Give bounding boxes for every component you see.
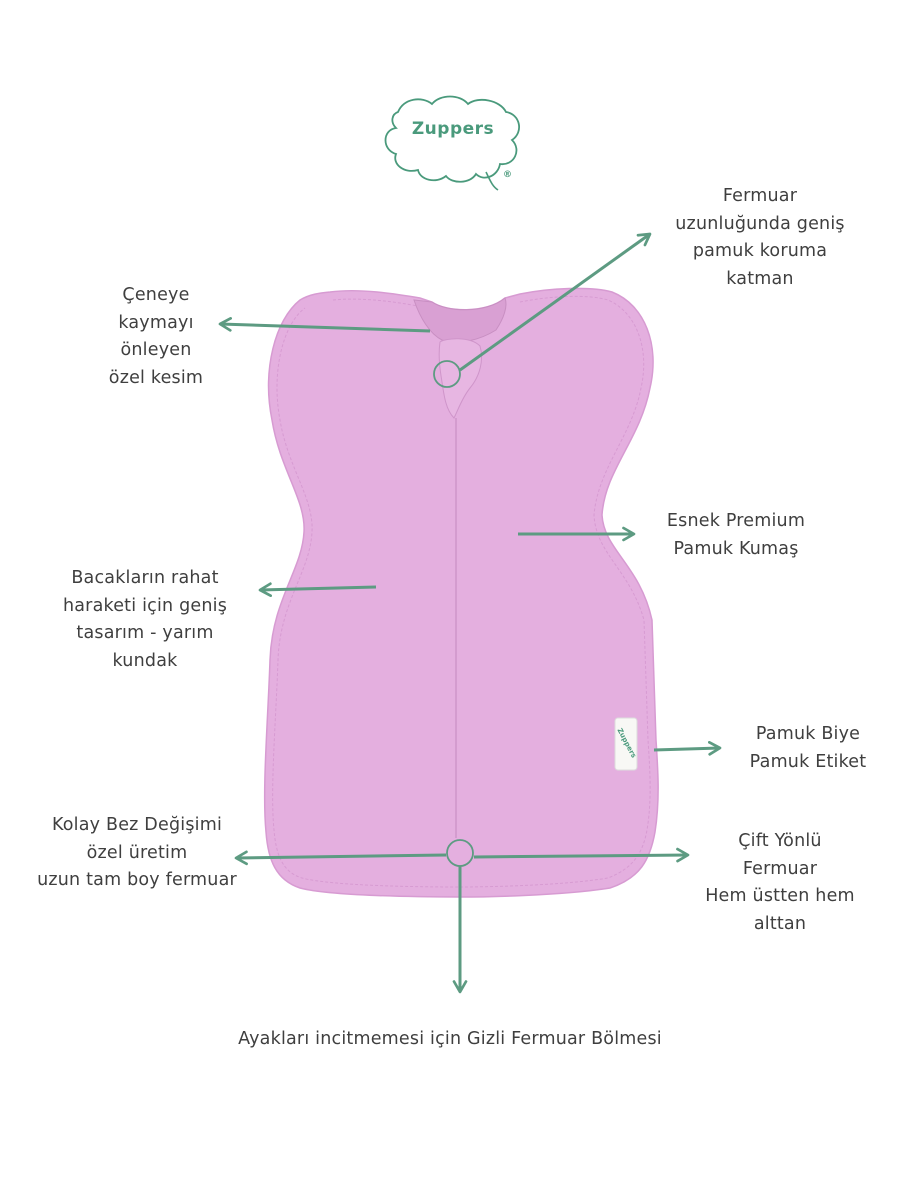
diaper-line-3: uzun tam boy fermuar: [37, 870, 237, 890]
double-zip-label: Çift Yönlü Fermuar Hem üstten hem alttan: [690, 828, 870, 938]
zipper-guard-line-1: Fermuar: [722, 186, 798, 206]
diaper-arrow: [234, 850, 447, 866]
fabric-line-1: Esnek Premium: [666, 511, 806, 531]
tag-line-1: Pamuk Biye: [755, 724, 861, 744]
chin-arrow: [218, 317, 431, 333]
zipper-guard: [438, 338, 483, 419]
zipper-guard-arrow: [459, 232, 652, 372]
legs-line-2: haraketi için geniş: [62, 595, 228, 616]
logo-cloud-tail: [485, 171, 499, 191]
legs-arrow: [258, 582, 377, 598]
label-tag: [614, 717, 638, 771]
hidden-zip-footer: Ayakları incitmemesi için Gizli Fermuar …: [238, 1029, 662, 1049]
brand-logo-text: Zuppers: [411, 119, 495, 139]
legs-label: Bacakların rahat haraketi için geniş tas…: [40, 565, 250, 675]
chin-cut-label: Çeneye kaymayı önleyen özel kesim: [86, 282, 226, 392]
double-zip-line-1: Çift Yönlü: [738, 831, 822, 851]
garment-stitching: [272, 295, 651, 888]
double-zip-line-4: alttan: [753, 913, 807, 934]
fabric-label: Esnek Premium Pamuk Kumaş: [646, 508, 826, 563]
chin-cut-line-3: önleyen: [120, 340, 192, 360]
swaddle-garment: [263, 287, 659, 898]
double-zip-line-2: Fermuar: [742, 858, 818, 879]
zipper-guard-label: Fermuar uzunluğunda geniş pamuk koruma k…: [650, 183, 870, 293]
chin-cut-line-1: Çeneye: [122, 285, 190, 305]
chin-cut-line-2: kaymayı: [118, 312, 194, 333]
garment-neckline: [413, 297, 507, 343]
tag-arrow: [653, 740, 722, 756]
legs-line-1: Bacakların rahat: [71, 568, 219, 588]
zipper-guard-line-2: uzunluğunda geniş: [675, 213, 845, 234]
diaper-label: Kolay Bez Değişimi özel üretim uzun tam …: [12, 812, 262, 895]
fabric-line-2: Pamuk Kumaş: [673, 538, 799, 559]
zipper-top-callout-circle: [433, 360, 461, 388]
registered-mark: ®: [503, 170, 512, 180]
legs-line-4: kundak: [112, 650, 178, 671]
diaper-line-2: özel üretim: [86, 842, 188, 863]
zipper-guard-line-3: pamuk koruma: [692, 241, 828, 261]
chin-cut-line-4: özel kesim: [108, 367, 204, 388]
logo-cloud-outline: [384, 95, 520, 183]
garment-body: [263, 287, 659, 898]
legs-line-3: tasarım - yarım: [76, 623, 214, 643]
brand-logo: [384, 95, 520, 191]
tag-label: Pamuk Biye Pamuk Etiket: [728, 721, 888, 776]
double-zip-line-3: Hem üstten hem: [705, 886, 855, 906]
zipper-guard-line-4: katman: [726, 268, 794, 289]
tag-line-2: Pamuk Etiket: [749, 751, 867, 772]
diaper-line-1: Kolay Bez Değişimi: [51, 815, 223, 835]
double-zip-arrow: [473, 847, 690, 863]
